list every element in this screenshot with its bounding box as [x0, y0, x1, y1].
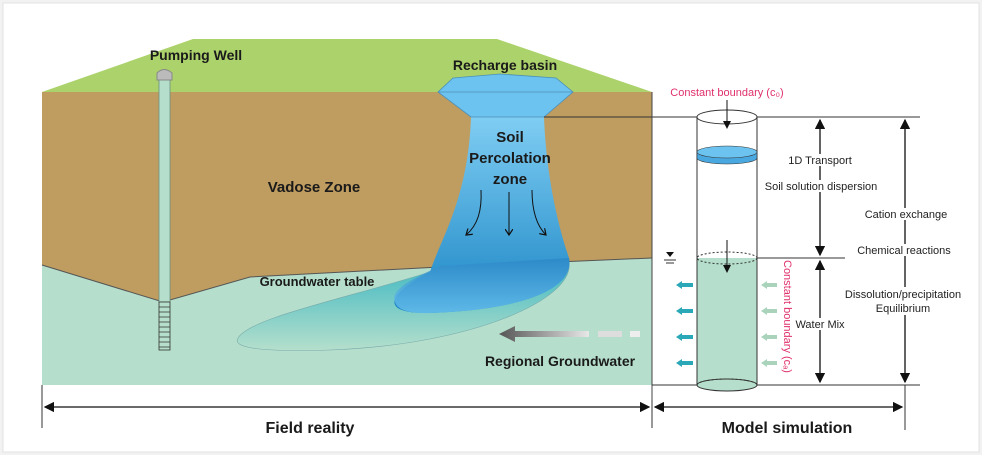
water-mix-label: Water Mix	[795, 319, 845, 331]
model-simulation-label: Model simulation	[722, 420, 853, 437]
flow-arrow-right	[531, 189, 546, 235]
cation-exchange-label: Cation exchange	[865, 209, 948, 221]
percolation-label: Percolation	[469, 150, 551, 167]
dispersion-label: Soil solution dispersion	[765, 181, 878, 193]
saturated-column	[697, 258, 757, 385]
transport-label: 1D Transport	[788, 155, 852, 167]
zone-label: zone	[493, 171, 527, 188]
chemical-reactions-label: Chemical reactions	[857, 245, 951, 257]
regional-groundwater-label: Regional Groundwater	[485, 353, 636, 369]
recharge-basin	[437, 73, 574, 118]
water-table-symbol-icon	[664, 252, 676, 264]
field-reality-label: Field reality	[266, 420, 355, 437]
infiltration-disk	[696, 145, 758, 165]
dissolution-label: Dissolution/precipitation	[845, 289, 961, 301]
side-boundary-label: Constant boundary (cₐ)	[781, 260, 793, 373]
soil-label: Soil	[496, 129, 524, 146]
well-cap-icon	[156, 69, 173, 81]
pumping-well-label: Pumping Well	[150, 47, 242, 63]
top-boundary-label: Constant boundary (c₀)	[670, 87, 783, 99]
regional-flow-arrow	[499, 326, 640, 342]
pumping-well-casing	[158, 77, 171, 303]
recharge-basin-label: Recharge basin	[453, 57, 557, 73]
inflow-side-arrows	[761, 281, 777, 367]
flow-arrow-left	[466, 189, 482, 235]
vadose-zone-label: Vadose Zone	[268, 179, 361, 196]
groundwater-table-label: Groundwater table	[260, 274, 375, 289]
outflow-arrows	[676, 281, 693, 367]
recharge-mound	[394, 258, 570, 314]
well-screen	[158, 301, 171, 351]
equilibrium-label: Equilibrium	[876, 303, 930, 315]
